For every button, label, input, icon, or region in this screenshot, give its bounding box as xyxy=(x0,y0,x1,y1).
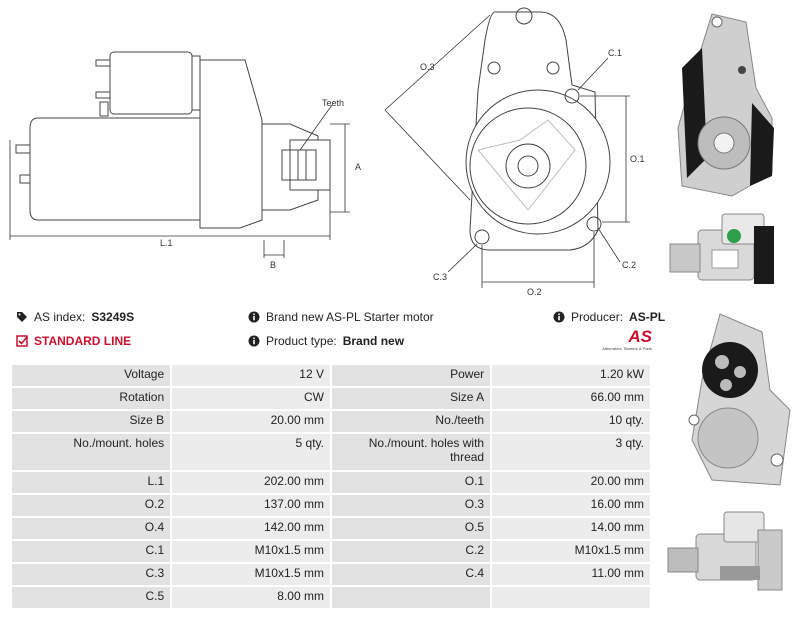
brand-row: Brand new AS-PL Starter motor xyxy=(248,310,434,324)
standard-line-row: STANDARD LINE xyxy=(16,334,131,348)
spec-label: O.5 xyxy=(331,518,491,539)
product-photo-side xyxy=(669,213,774,284)
product-type-label: Product type: xyxy=(266,334,337,348)
dim-c2-label: C.2 xyxy=(622,260,636,270)
spec-value: 3 qty. xyxy=(492,434,650,470)
spec-label: Size A xyxy=(331,388,491,409)
dim-b-label: B xyxy=(270,260,276,270)
spec-label: No./mount. holes xyxy=(12,434,171,470)
spec-label: C.1 xyxy=(12,541,171,562)
product-photo-angle xyxy=(667,511,783,591)
as-pl-logo: AS Alternators, Starters & Parts xyxy=(590,328,652,352)
spec-label: O.1 xyxy=(331,472,491,493)
spec-value: 66.00 mm xyxy=(492,388,650,409)
logo-mark: AS xyxy=(628,327,652,346)
dim-o3-label: O.3 xyxy=(420,62,435,72)
dim-o1-label: O.1 xyxy=(630,154,645,164)
spec-label: C.2 xyxy=(331,541,491,562)
table-row: L.1 202.00 mm O.1 20.00 mm xyxy=(12,472,650,493)
spec-label: Voltage xyxy=(12,365,171,386)
spec-value: 202.00 mm xyxy=(172,472,330,493)
product-photos xyxy=(662,0,800,617)
spec-label: Rotation xyxy=(12,388,171,409)
info-icon xyxy=(248,311,260,323)
producer-label: Producer: xyxy=(571,310,624,324)
spec-label: Power xyxy=(331,365,491,386)
spec-label: O.2 xyxy=(12,495,171,516)
brand-text: Brand new AS-PL Starter motor xyxy=(266,310,434,324)
producer-value: AS-PL xyxy=(629,310,666,324)
dim-a-label: A xyxy=(355,162,361,172)
spec-value: 8.00 mm xyxy=(172,587,330,608)
spec-value: M10x1.5 mm xyxy=(172,541,330,562)
spec-value: 12 V xyxy=(172,365,330,386)
spec-value: 5 qty. xyxy=(172,434,330,470)
spec-label: L.1 xyxy=(12,472,171,493)
table-row: C.3 M10x1.5 mm C.4 11.00 mm xyxy=(12,564,650,585)
spec-label: C.3 xyxy=(12,564,171,585)
spec-table: Voltage 12 V Power 1.20 kW Rotation CW S… xyxy=(10,363,652,610)
spec-value: CW xyxy=(172,388,330,409)
spec-value: 142.00 mm xyxy=(172,518,330,539)
table-row: C.5 8.00 mm xyxy=(12,587,650,608)
spec-label: O.3 xyxy=(331,495,491,516)
as-index-value: S3249S xyxy=(91,310,135,324)
spec-value: M10x1.5 mm xyxy=(172,564,330,585)
table-row: Size B 20.00 mm No./teeth 10 qty. xyxy=(12,411,650,432)
info-icon xyxy=(248,335,260,347)
product-photo-front xyxy=(677,13,774,197)
spec-value: 20.00 mm xyxy=(172,411,330,432)
standard-line-label: STANDARD LINE xyxy=(34,334,132,348)
spec-value: 11.00 mm xyxy=(492,564,650,585)
table-row: O.4 142.00 mm O.5 14.00 mm xyxy=(12,518,650,539)
as-index-row: AS index: S3249S xyxy=(16,310,134,324)
info-icon xyxy=(553,311,565,323)
spec-label: No./mount. holes with thread xyxy=(331,434,491,470)
spec-label: C.4 xyxy=(331,564,491,585)
producer-row: Producer: AS-PL xyxy=(553,310,665,324)
logo-subtext: Alternators, Starters & Parts xyxy=(602,346,652,351)
dim-c3-label: C.3 xyxy=(433,272,447,282)
spec-value: 16.00 mm xyxy=(492,495,650,516)
product-type-row: Product type: Brand new xyxy=(248,334,404,348)
checkbox-icon xyxy=(16,335,28,347)
dim-c1-label: C.1 xyxy=(608,48,622,58)
spec-label: No./teeth xyxy=(331,411,491,432)
spec-label: O.4 xyxy=(12,518,171,539)
table-row: Voltage 12 V Power 1.20 kW xyxy=(12,365,650,386)
table-row: C.1 M10x1.5 mm C.2 M10x1.5 mm xyxy=(12,541,650,562)
spec-label: C.5 xyxy=(12,587,171,608)
dim-l1-label: L.1 xyxy=(160,238,173,248)
spec-value: 137.00 mm xyxy=(172,495,330,516)
as-index-label: AS index: xyxy=(34,310,86,324)
spec-value: 1.20 kW xyxy=(492,365,650,386)
spec-value xyxy=(492,587,650,608)
technical-drawing: Teeth A B L.1 O.3 O.1 O.2 C.1 C.2 C.3 xyxy=(9,7,645,297)
product-type-value: Brand new xyxy=(342,334,405,348)
table-row: No./mount. holes 5 qty. No./mount. holes… xyxy=(12,434,650,470)
product-photo-rear xyxy=(688,313,791,486)
tag-icon xyxy=(17,312,27,322)
dim-o2-label: O.2 xyxy=(527,287,542,297)
spec-label: Size B xyxy=(12,411,171,432)
spec-value: 20.00 mm xyxy=(492,472,650,493)
dim-teeth-label: Teeth xyxy=(322,98,344,108)
spec-value: 14.00 mm xyxy=(492,518,650,539)
table-row: O.2 137.00 mm O.3 16.00 mm xyxy=(12,495,650,516)
spec-label xyxy=(331,587,491,608)
spec-value: M10x1.5 mm xyxy=(492,541,650,562)
table-row: Rotation CW Size A 66.00 mm xyxy=(12,388,650,409)
spec-value: 10 qty. xyxy=(492,411,650,432)
